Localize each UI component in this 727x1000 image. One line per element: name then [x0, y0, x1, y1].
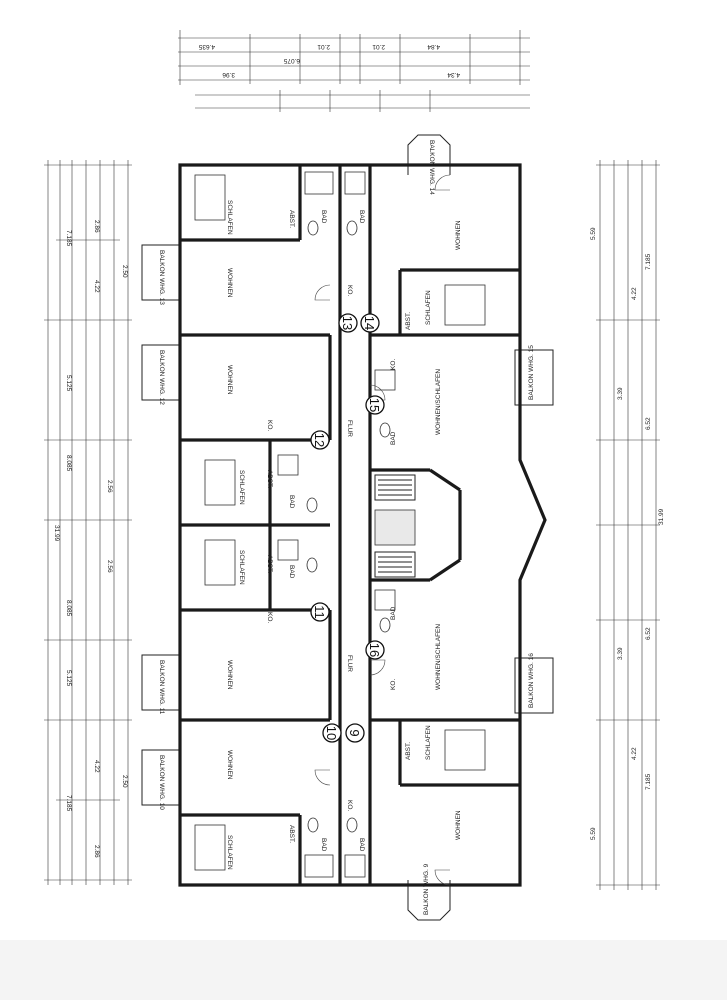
dim-right-5: 7.185 [645, 773, 652, 790]
room-schlafen-13: SCHLAFEN [226, 200, 233, 235]
dim-right-3: 6.52 [645, 417, 652, 430]
scan-margin [0, 940, 727, 1000]
bath-fixtures [277, 171, 396, 878]
unit-12: 12 [312, 433, 327, 447]
room-wohnen-10: WOHNEN [226, 750, 233, 780]
dim-right-4: 6.52 [645, 627, 652, 640]
room-ko-a: KO. [346, 285, 353, 296]
balcony-14-label: BALKON WHG. 14 [428, 140, 435, 195]
dim-top-2: 2.01 [317, 43, 330, 50]
doors [314, 174, 451, 886]
dim-left-4: 8.085 [65, 600, 72, 617]
room-ko-d: KO. [266, 612, 273, 623]
room-abst-e: ABST. [405, 312, 412, 330]
room-wohnen-11: WOHNEN [226, 660, 233, 690]
dim-top-5: 6.075 [283, 57, 300, 64]
room-schlafen-9: SCHLAFEN [425, 725, 432, 760]
unit-10: 10 [324, 726, 339, 740]
interior-walls [180, 165, 520, 885]
dim-left-2: 5.125 [65, 375, 72, 392]
room-ko-b: KO. [346, 800, 353, 811]
room-wohnsch-15: WOHNEN/SCHLAFEN [435, 369, 442, 435]
room-ko-f: KO. [390, 679, 397, 690]
room-abst-b: ABST. [288, 825, 295, 843]
left-dimension-chains: 31.99 7.185 5.125 8.085 8.085 5.125 7.18… [44, 160, 132, 885]
room-bad-h: BAD [390, 606, 397, 620]
dim-small-8: 2.50 [121, 775, 128, 788]
dim-small-4: 2.86 [93, 845, 100, 858]
balcony-13-label: BALKON WHG. 13 [158, 250, 165, 305]
room-wohnen-14: WOHNEN [455, 220, 462, 250]
beds [194, 174, 486, 871]
dim-top-6: 3.96 [222, 71, 235, 78]
room-abst-c: ABST. [266, 470, 273, 488]
unit-14: 14 [362, 316, 377, 330]
room-schlafen-14: SCHLAFEN [425, 290, 432, 325]
balcony-9-label: BALKON WHG. 9 [423, 863, 430, 915]
room-abst-d: ABST. [266, 555, 273, 573]
balcony-11-label: BALKON WHG. 11 [158, 660, 165, 715]
room-abst-a: ABST. [288, 210, 295, 228]
room-labels: WOHNEN SCHLAFEN WOHNEN SCHLAFEN SCHLAFEN… [226, 200, 462, 870]
unit-9: 9 [347, 729, 362, 736]
dim-right-small-3: 3.39 [617, 387, 624, 400]
room-abst-f: ABST. [405, 742, 412, 760]
dim-top-1: 4.635 [198, 43, 215, 50]
dim-small-5: 2.56 [106, 560, 113, 573]
right-dimension-chains: 31.99 5.59 7.185 6.52 6.52 7.185 5.59 4.… [590, 160, 665, 890]
dim-right-6: 5.59 [590, 827, 597, 840]
dim-right-1: 5.59 [590, 227, 597, 240]
top-dimension-chains: 4.635 2.01 2.01 4.84 6.075 3.96 4.34 [178, 30, 530, 112]
balconies: BALKON WHG. 13 BALKON WHG. 12 BALKON WHG… [141, 134, 554, 921]
dim-right-small-4: 3.39 [617, 647, 624, 660]
room-bad-a: BAD [320, 210, 327, 224]
room-ko-e: KO. [390, 359, 397, 370]
dim-right-small-2: 4.22 [631, 747, 638, 760]
room-schlafen-12: SCHLAFEN [238, 470, 245, 505]
unit-13: 13 [340, 316, 355, 330]
room-wohnen-12: WOHNEN [226, 365, 233, 395]
room-bad-b: BAD [358, 210, 365, 224]
dim-total-right: 31.99 [658, 508, 665, 525]
dim-left-6: 7.185 [65, 795, 72, 812]
dim-right-small-1: 4.22 [631, 287, 638, 300]
room-bad-f: BAD [288, 565, 295, 579]
room-ko-c: KO. [266, 420, 273, 431]
room-flur-b: FLUR [346, 655, 353, 672]
dim-left-5: 5.125 [65, 670, 72, 687]
dim-small-7: 2.50 [121, 265, 128, 278]
dim-top-7: 4.34 [447, 71, 460, 78]
dim-small-3: 4.22 [93, 760, 100, 773]
room-bad-g: BAD [390, 431, 397, 445]
dim-top-3: 2.01 [372, 43, 385, 50]
unit-markers: 9 10 11 12 13 14 15 16 [310, 313, 385, 743]
dim-top-4: 4.84 [427, 43, 440, 50]
room-wohnen-9: WOHNEN [455, 810, 462, 840]
dim-right-2: 7.185 [645, 253, 652, 270]
dim-total-left: 31.99 [53, 525, 60, 542]
dim-left-3: 8.085 [65, 455, 72, 472]
room-wohnsch-16: WOHNEN/SCHLAFEN [435, 624, 442, 690]
balcony-10-label: BALKON WHG. 10 [158, 755, 165, 810]
room-schlafen-10: SCHLAFEN [226, 835, 233, 870]
room-schlafen-11: SCHLAFEN [238, 550, 245, 585]
room-bad-e: BAD [288, 495, 295, 509]
balcony-15-label: BALKON WHG. 15 [528, 345, 535, 400]
dim-small-6: 2.56 [106, 480, 113, 493]
outer-walls [178, 163, 547, 887]
unit-16: 16 [367, 643, 382, 657]
room-flur-a: FLUR [346, 420, 353, 437]
balcony-12-label: BALKON WHG. 12 [158, 350, 165, 405]
unit-15: 15 [367, 398, 382, 412]
balcony-16-label: BALKON WHG. 16 [528, 653, 535, 708]
room-bad-d: BAD [358, 838, 365, 852]
dim-left-1: 7.185 [65, 230, 72, 247]
dim-small-1: 2.86 [93, 220, 100, 233]
stair-core [374, 474, 416, 578]
room-bad-c: BAD [320, 838, 327, 852]
dim-small-2: 4.22 [93, 280, 100, 293]
unit-11: 11 [312, 605, 327, 619]
room-wohnen-13: WOHNEN [226, 268, 233, 298]
